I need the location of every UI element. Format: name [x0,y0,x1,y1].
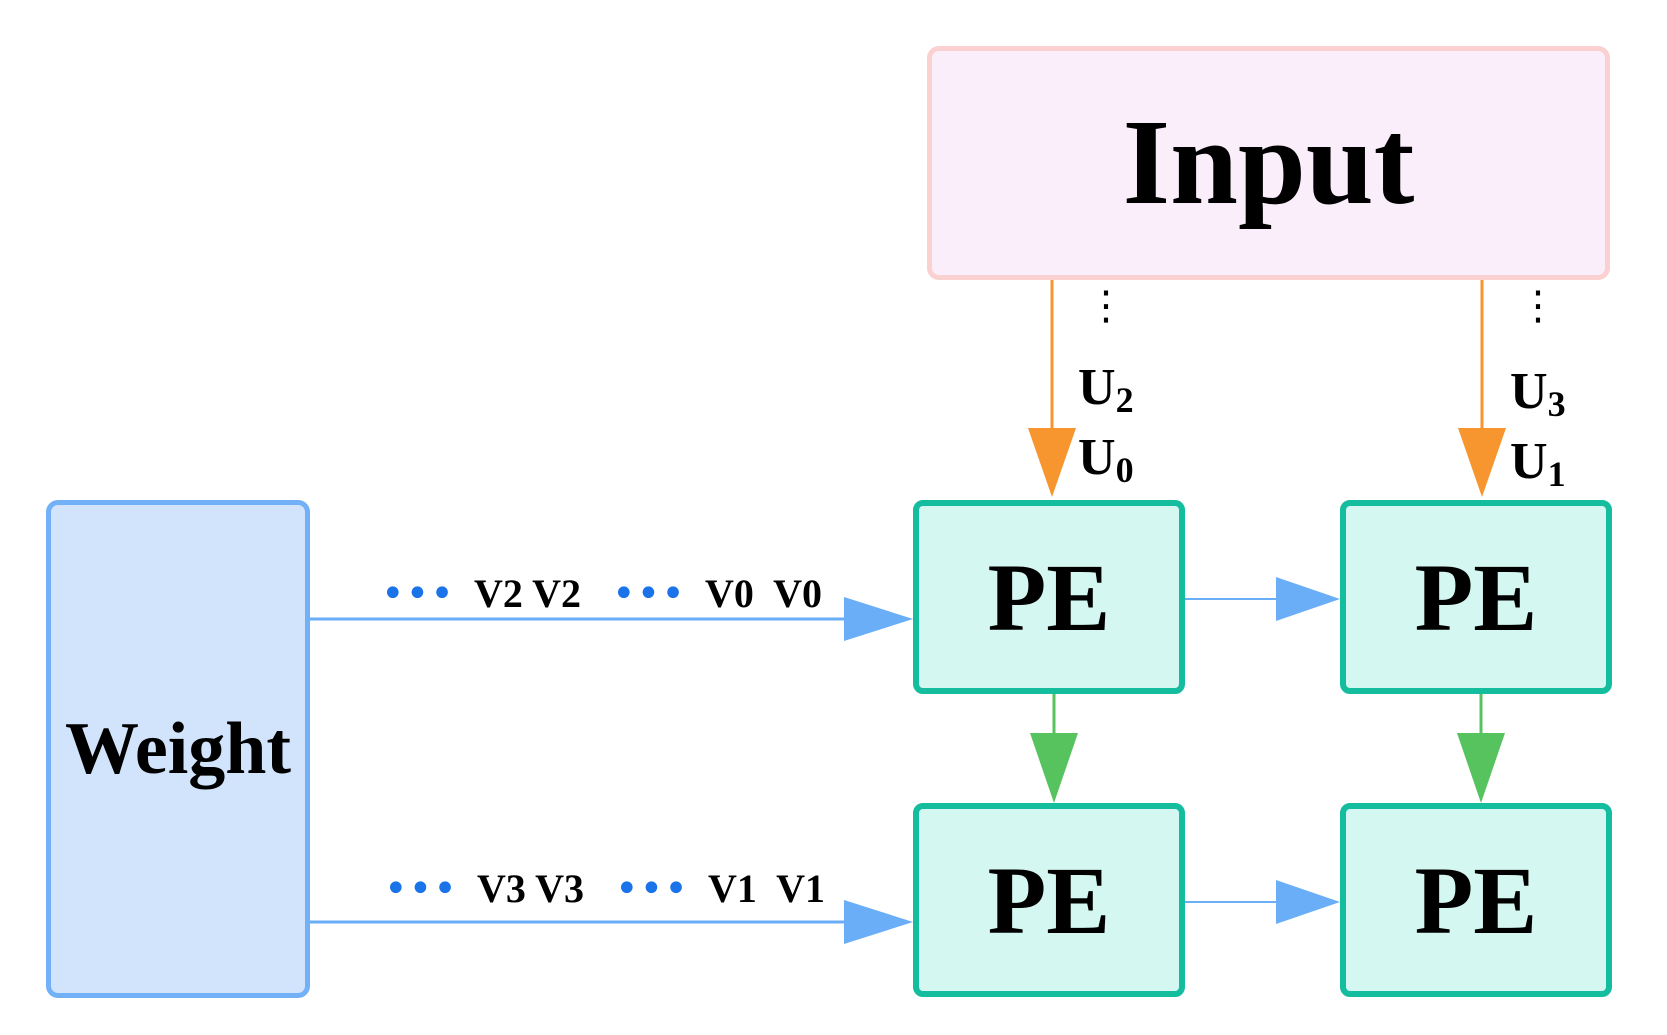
stream-ellipsis: ••• [612,571,686,617]
weight-block: Weight [46,500,310,998]
input-stream-label-lower-col1: U1 [1510,433,1566,494]
weight-stream-label-near-row1: V1 V1 [708,866,826,911]
pe-block-r1-c1: PE [1340,803,1612,997]
stream-ellipsis: ••• [384,866,458,912]
input-to-pe-arrow-col0 [1028,280,1076,497]
weight-stream-label-far-row1: V3 V3 [477,866,585,911]
weight-stream-label-far-row0: V2 V2 [474,571,582,616]
stream-vertical-ellipsis: ⋮ [1518,283,1558,329]
pe-to-pe-arrow-col0 [1030,694,1078,803]
pe-block-r0-c1: PE [1340,500,1612,694]
stream-ellipsis: ••• [381,571,455,617]
stream-ellipsis: ••• [615,866,689,912]
pe-block-r0-c0: PE [913,500,1185,694]
pe-to-pe-arrow-row0 [1185,577,1340,621]
pe-to-pe-arrow-col1 [1457,694,1505,803]
weight-to-pe-arrow-row1 [310,900,913,944]
input-stream-label-lower-col0: U0 [1078,429,1134,490]
stream-vertical-ellipsis: ⋮ [1086,283,1126,329]
input-block: Input [927,46,1610,280]
weight-stream-label-near-row0: V0 V0 [705,571,823,616]
input-stream-label-upper-col0: U2 [1078,359,1134,420]
weight-to-pe-arrow-row0 [310,597,913,641]
pe-to-pe-arrow-row1 [1185,880,1340,924]
pe-block-r1-c0: PE [913,803,1185,997]
input-to-pe-arrow-col1 [1458,280,1506,497]
input-stream-label-upper-col1: U3 [1510,363,1566,424]
